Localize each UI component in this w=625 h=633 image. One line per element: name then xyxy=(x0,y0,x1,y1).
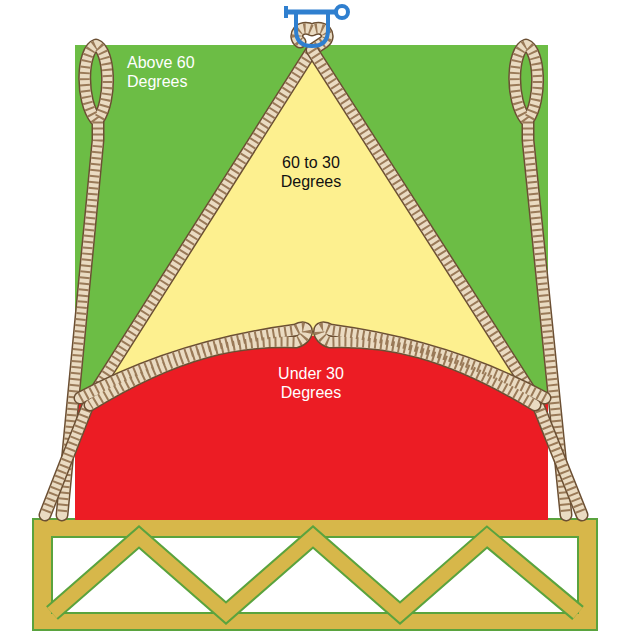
truss-web-outline xyxy=(52,537,578,613)
rope-slings xyxy=(45,28,582,515)
shackle-pin-head xyxy=(336,6,348,18)
right-short-sling-edge xyxy=(320,328,546,405)
shackle-bow xyxy=(296,12,328,46)
shackle-pin xyxy=(286,10,338,15)
left-bridle-sling-edge xyxy=(45,28,327,515)
left-short-sling-body xyxy=(80,328,307,405)
red-zone: Under 30 Degrees xyxy=(75,330,548,520)
shackle-pin-end xyxy=(284,6,288,18)
right-short-sling-body xyxy=(320,328,546,405)
left-short-sling-twist xyxy=(80,328,307,405)
right-bridle-sling-twist xyxy=(312,50,582,515)
shackle xyxy=(286,6,348,46)
left-short-sling-edge xyxy=(80,328,307,405)
right-bridle-sling-body xyxy=(312,50,582,515)
right-short-sling-twist xyxy=(320,328,546,405)
truss-web xyxy=(52,537,578,613)
angle-label: Above 60 Degrees xyxy=(127,53,227,91)
truss-web-member xyxy=(52,537,578,613)
angle-label: 60 to 30 Degrees xyxy=(261,153,361,191)
left-bridle-sling-body xyxy=(45,28,327,515)
truss-frame xyxy=(33,519,597,630)
red-zone-shape xyxy=(75,330,548,520)
left-bridle-sling-twist xyxy=(45,28,327,515)
truss-opening xyxy=(52,537,578,613)
yellow-zone-fill xyxy=(75,45,548,425)
right-bridle-sling-edge xyxy=(312,50,582,515)
angle-label: Under 30 Degrees xyxy=(256,364,366,402)
